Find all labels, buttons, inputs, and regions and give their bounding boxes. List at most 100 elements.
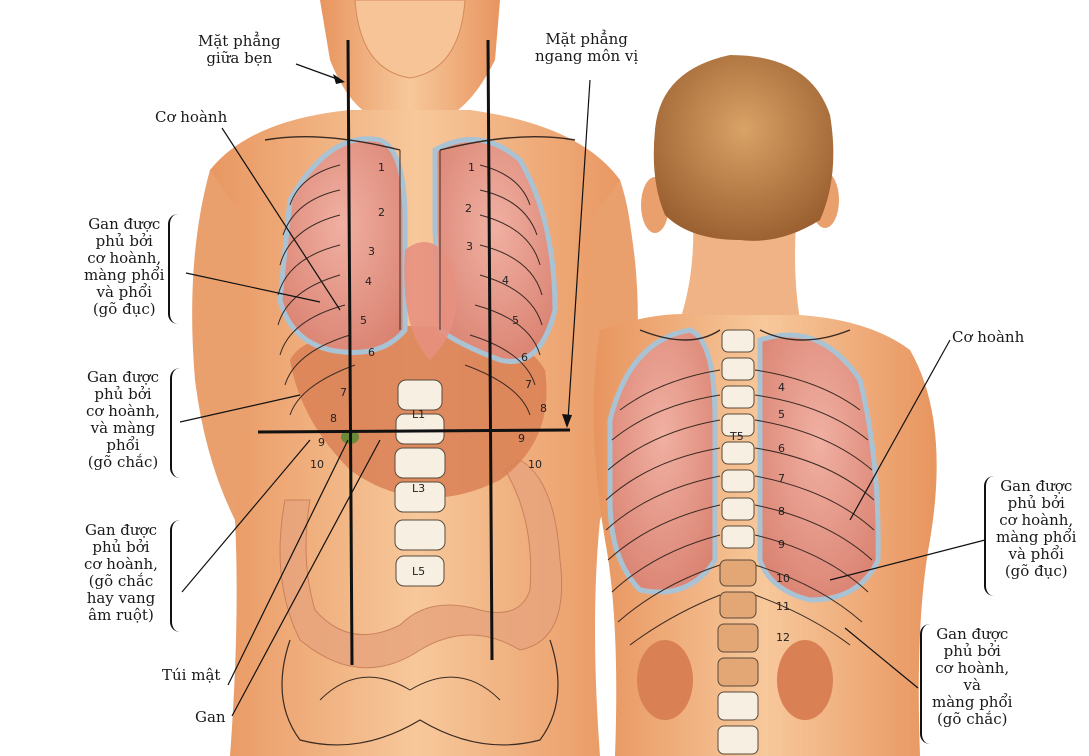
front-right-lung	[277, 136, 408, 355]
back-rib-number: 11	[776, 600, 790, 613]
vertebra-t5: T5	[729, 430, 744, 443]
label-line: Gan được	[86, 368, 159, 386]
front-rib-number: 10	[528, 458, 542, 471]
front-rib-number: 7	[340, 386, 347, 399]
label-line: âm ruột)	[88, 606, 154, 624]
label-front-diaphragm: Cơ hoành	[155, 108, 228, 126]
front-rib-number: 8	[540, 402, 547, 415]
label-mid-inguinal-plane: Mặt phẳng giữa bẹn	[198, 33, 281, 67]
brace-back-1	[984, 476, 996, 596]
front-rib-number: 4	[502, 274, 509, 287]
vertebra-l5: L5	[412, 565, 425, 578]
vertebra-l3: L3	[412, 482, 425, 495]
label-line: phủ bởi	[1007, 494, 1065, 512]
front-rib-number: 3	[466, 240, 473, 253]
label-back-liver-dull: Gan được phủ bởi cơ hoành, màng phổi và …	[996, 478, 1076, 580]
label-line: cơ hoành,	[84, 555, 158, 573]
front-rib-number: 8	[330, 412, 337, 425]
front-rib-number: 9	[318, 436, 325, 449]
reference-planes	[257, 39, 571, 666]
front-chin	[354, 0, 466, 79]
back-hair	[653, 55, 834, 241]
label-front-liver-dull: Gan được phủ bởi cơ hoành, màng phổi và …	[84, 216, 164, 318]
label-line: và màng	[90, 419, 156, 437]
label-line: (gõ chắc)	[87, 453, 159, 471]
front-rib-number: 6	[368, 346, 375, 359]
front-stomach-liver	[290, 326, 547, 498]
back-ribs	[605, 329, 875, 646]
front-rib-number: 1	[468, 161, 475, 174]
label-back-liver-firm: Gan được phủ bởi cơ hoành, và màng phổi …	[932, 626, 1012, 728]
front-rib-number: 5	[360, 314, 367, 327]
label-front-liver-resonant: Gan được phủ bởi cơ hoành, (gõ chắc hay …	[84, 522, 158, 624]
label-front-liver-firm: Gan được phủ bởi cơ hoành, và màng phổi …	[86, 369, 160, 471]
label-line: phổi	[106, 436, 140, 454]
label-line: màng phổi	[996, 528, 1077, 546]
label-line: cơ hoành,	[999, 511, 1074, 529]
label-line: Gan được	[936, 625, 1009, 643]
front-left-arm	[192, 170, 250, 520]
back-rib-number: 9	[778, 538, 785, 551]
front-rib-number: 10	[310, 458, 324, 471]
transpyloric-plane-line: ngang môn vị	[535, 47, 639, 65]
front-rib-number: 2	[465, 202, 472, 215]
front-rib-number: 6	[521, 351, 528, 364]
mid-inguinal-line-left	[486, 39, 494, 661]
label-line: (gõ chắc)	[936, 710, 1008, 728]
mid-inguinal-line-right	[346, 39, 354, 666]
back-right-lung	[757, 332, 881, 603]
back-left-kidney	[637, 640, 693, 720]
label-line: cơ hoành,	[935, 659, 1010, 677]
label-gallbladder: Túi mật	[162, 666, 221, 684]
label-line: và phổi	[1008, 545, 1064, 563]
label-line: màng phổi	[84, 266, 165, 284]
label-line: Gan được	[84, 521, 157, 539]
front-rib-number: 5	[512, 314, 519, 327]
front-rib-number: 7	[525, 378, 532, 391]
brace-front-2	[170, 368, 182, 478]
back-rib-number: 10	[776, 572, 790, 585]
label-line: cơ hoành,	[86, 402, 160, 420]
label-liver: Gan	[195, 708, 226, 726]
back-rib-number: 8	[778, 505, 785, 518]
front-rib-number: 4	[365, 275, 372, 288]
front-spine	[394, 379, 446, 587]
brace-front-3	[170, 520, 182, 632]
back-rib-number: 12	[776, 631, 790, 644]
front-rib-number: 3	[368, 245, 375, 258]
label-line: (gõ đục)	[92, 300, 156, 318]
mid-inguinal-plane-line: Mặt phẳng	[198, 32, 281, 50]
label-transpyloric-plane: Mặt phẳng ngang môn vị	[535, 31, 638, 65]
leader-lines	[179, 63, 986, 717]
label-line: và phổi	[96, 283, 152, 301]
brace-front-1	[168, 214, 180, 324]
transpyloric-line	[257, 428, 571, 434]
front-rib-number: 2	[378, 206, 385, 219]
mid-inguinal-plane-line: giữa bẹn	[206, 49, 273, 67]
back-spine	[717, 329, 759, 755]
label-line: hay vang	[86, 589, 156, 607]
vertebra-l1: L1	[412, 408, 425, 421]
back-left-lung	[607, 327, 718, 595]
label-line: và	[963, 676, 981, 694]
label-line: phủ bởi	[95, 232, 153, 250]
label-line: cơ hoành,	[87, 249, 162, 267]
label-line: (gõ đục)	[1004, 562, 1068, 580]
label-back-diaphragm: Cơ hoành	[952, 328, 1025, 346]
front-rib-number: 1	[378, 161, 385, 174]
front-rib-number: 9	[518, 432, 525, 445]
front-heart	[404, 242, 457, 360]
label-line: phủ bởi	[92, 538, 150, 556]
label-line: Gan được	[88, 215, 161, 233]
transpyloric-plane-line: Mặt phẳng	[545, 30, 628, 48]
back-rib-number: 4	[778, 381, 785, 394]
label-line: phủ bởi	[943, 642, 1001, 660]
label-line: Gan được	[1000, 477, 1073, 495]
label-line: (gõ chắc	[88, 572, 154, 590]
brace-back-2	[920, 624, 932, 744]
